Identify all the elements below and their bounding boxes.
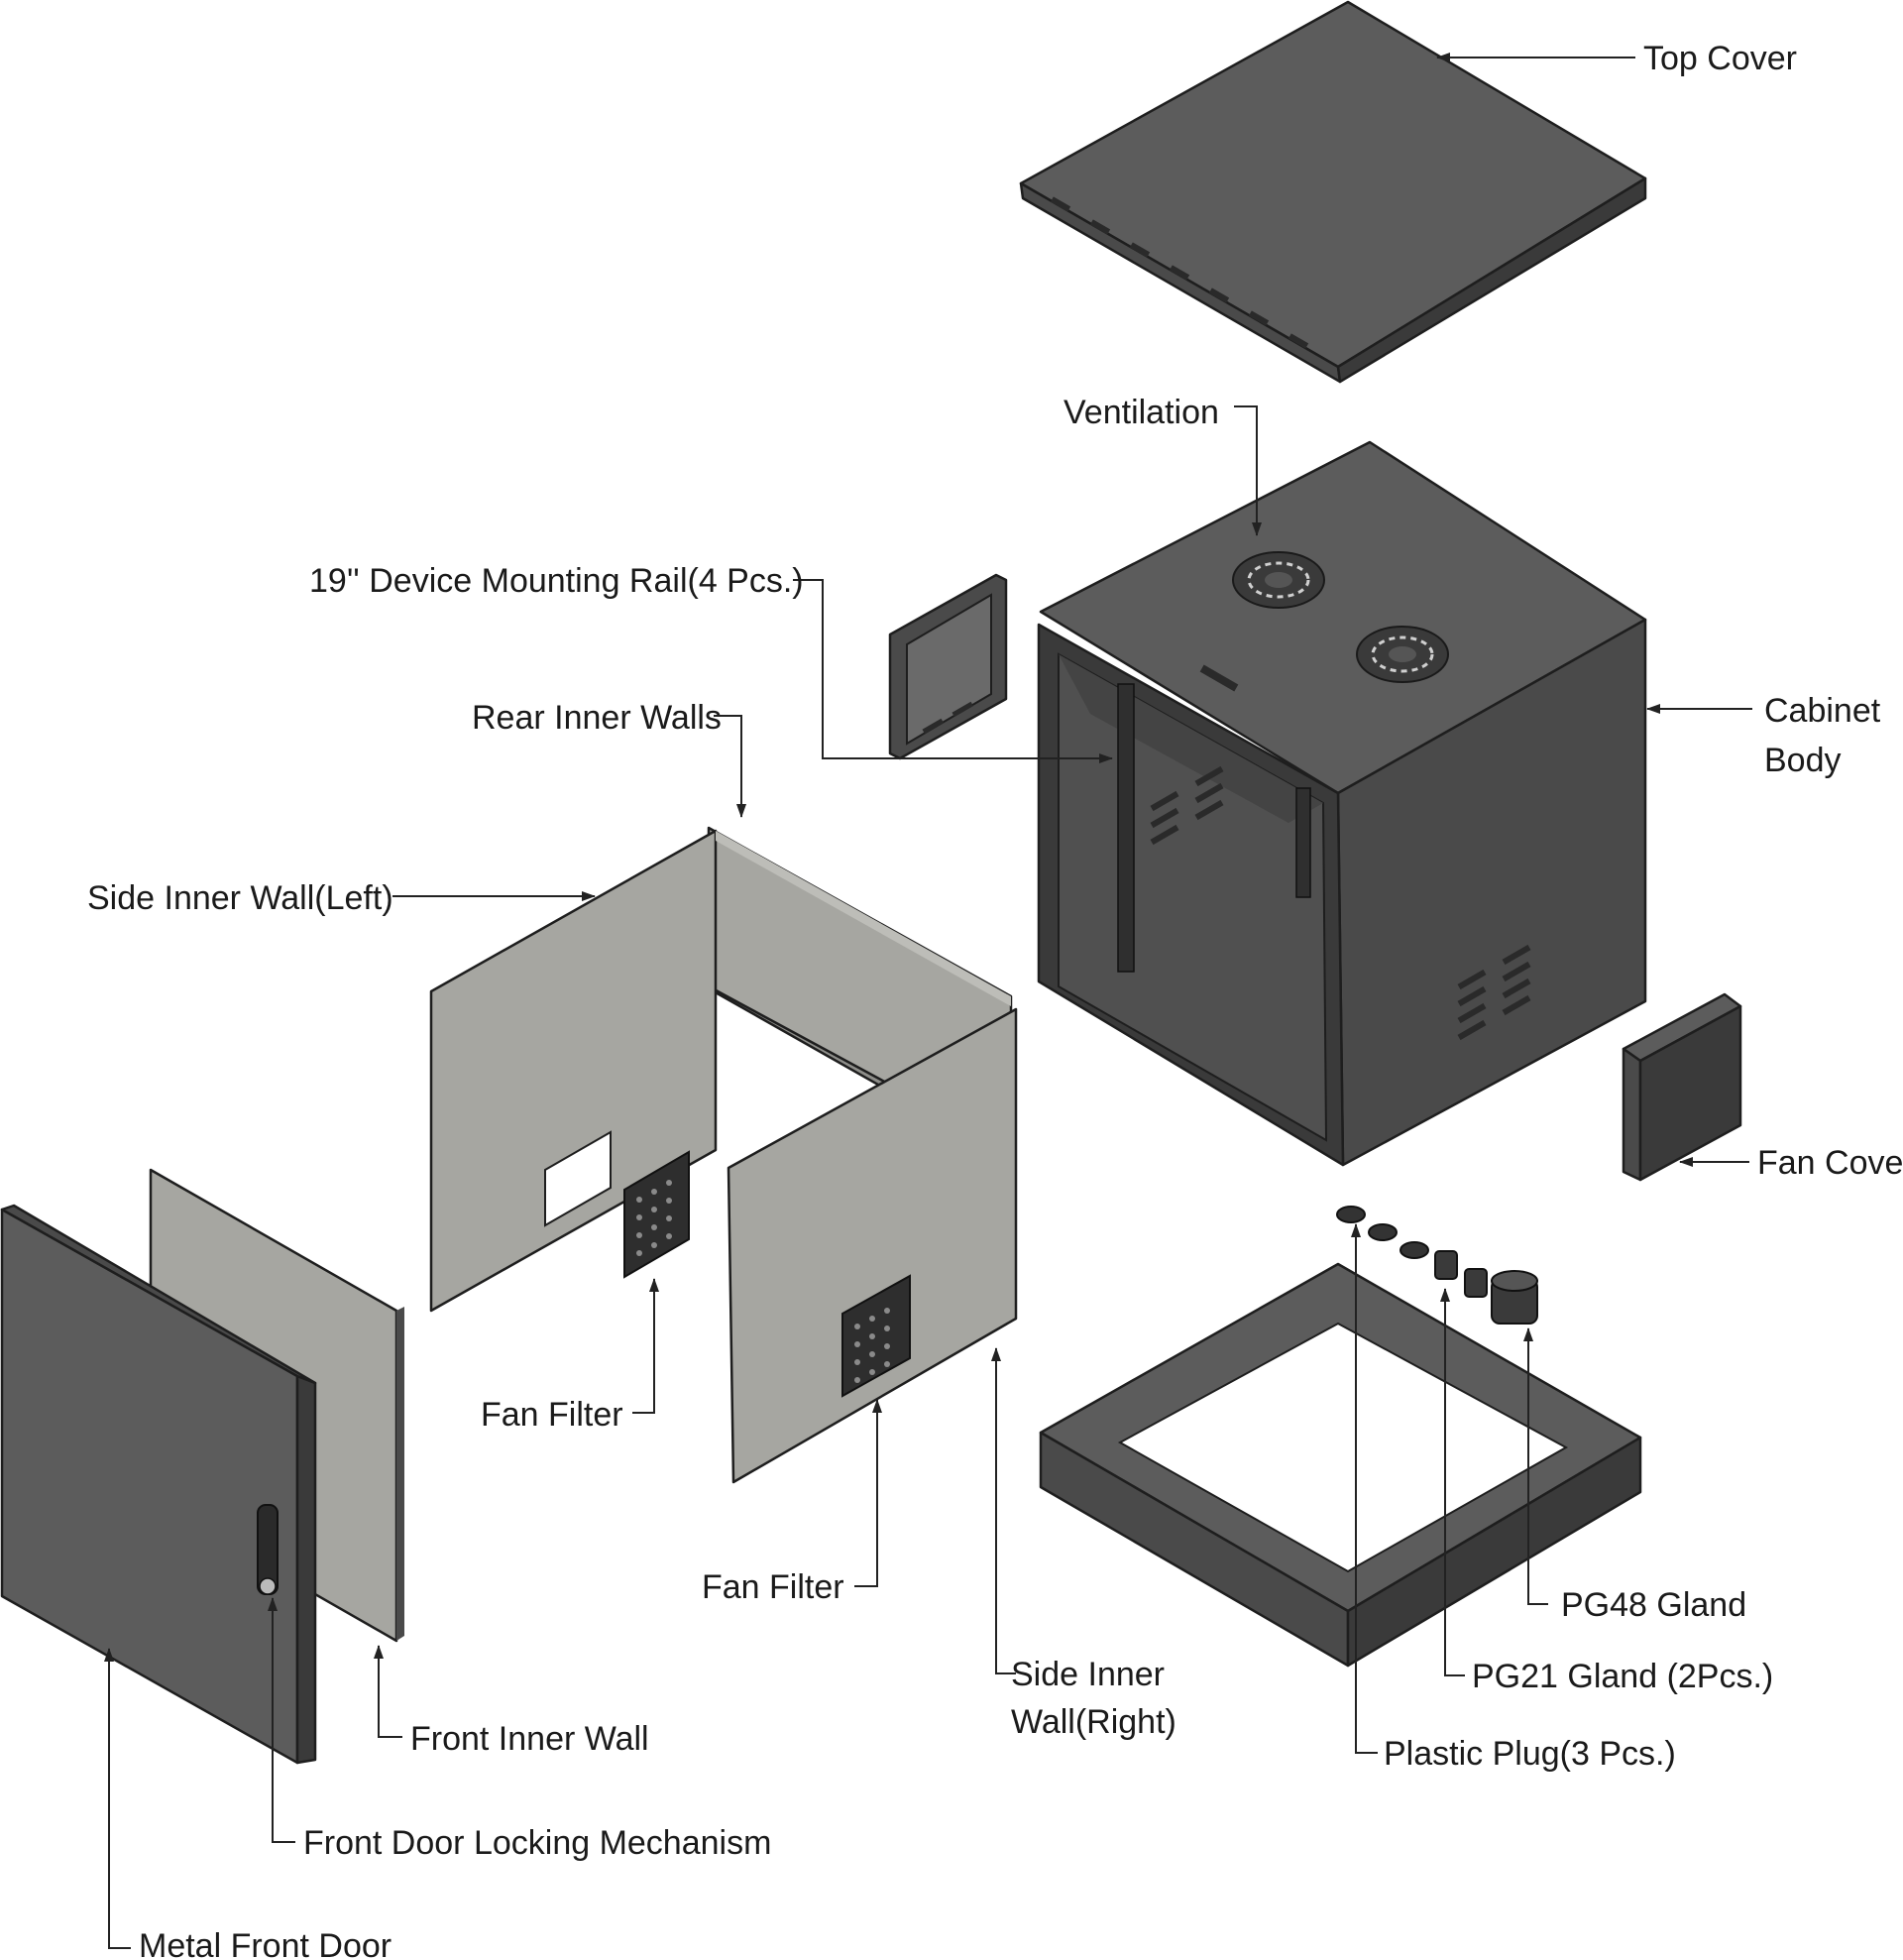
label-fan-cover: Fan Cover: [1757, 1144, 1903, 1182]
metal-front-door: [0, 1204, 317, 1765]
label-ventilation: Ventilation: [1063, 394, 1219, 431]
label-plastic-plug: Plastic Plug(3 Pcs.): [1384, 1735, 1676, 1773]
ventilation-fan: [1232, 551, 1325, 609]
pg21-glands: [1434, 1250, 1488, 1298]
label-cabinet-body-line1: Cabinet: [1764, 692, 1881, 730]
base-frame: [1039, 1262, 1642, 1668]
plastic-plugs: [1336, 1206, 1429, 1259]
fan-filter-left: [623, 1150, 690, 1279]
fan-cover-right: [1622, 992, 1742, 1182]
inner-walls: [429, 826, 1018, 1484]
label-cabinet-body-line2: Body: [1764, 742, 1842, 779]
label-top-cover: Top Cover: [1643, 40, 1797, 77]
label-pg21-gland: PG21 Gland (2Pcs.): [1472, 1658, 1773, 1695]
label-front-inner-wall: Front Inner Wall: [410, 1720, 649, 1758]
pg48-gland: [1491, 1270, 1538, 1325]
fan-cover-left: [888, 573, 1008, 760]
label-side-inner-wall-right-line1: Side Inner: [1011, 1656, 1165, 1693]
top-cover: [1019, 0, 1647, 384]
label-front-door-locking: Front Door Locking Mechanism: [303, 1824, 771, 1862]
cabinet-body: [1037, 440, 1647, 1167]
label-fan-filter-left: Fan Filter: [481, 1396, 623, 1434]
label-mounting-rail: 19'' Device Mounting Rail(4 Pcs.): [309, 562, 804, 600]
door-lock-handle: [257, 1504, 279, 1595]
label-side-inner-wall-right-line2: Wall(Right): [1011, 1703, 1176, 1741]
label-pg48-gland: PG48 Gland: [1561, 1586, 1746, 1624]
label-rear-inner-walls: Rear Inner Walls: [472, 699, 722, 737]
label-metal-front-door: Metal Front Door: [139, 1927, 392, 1960]
ventilation-fan: [1356, 626, 1449, 683]
leader-lines: [104, 53, 1752, 1949]
fan-filter-right: [841, 1274, 911, 1398]
label-side-inner-wall-left: Side Inner Wall(Left): [87, 879, 393, 917]
label-fan-filter-right: Fan Filter: [702, 1568, 844, 1606]
